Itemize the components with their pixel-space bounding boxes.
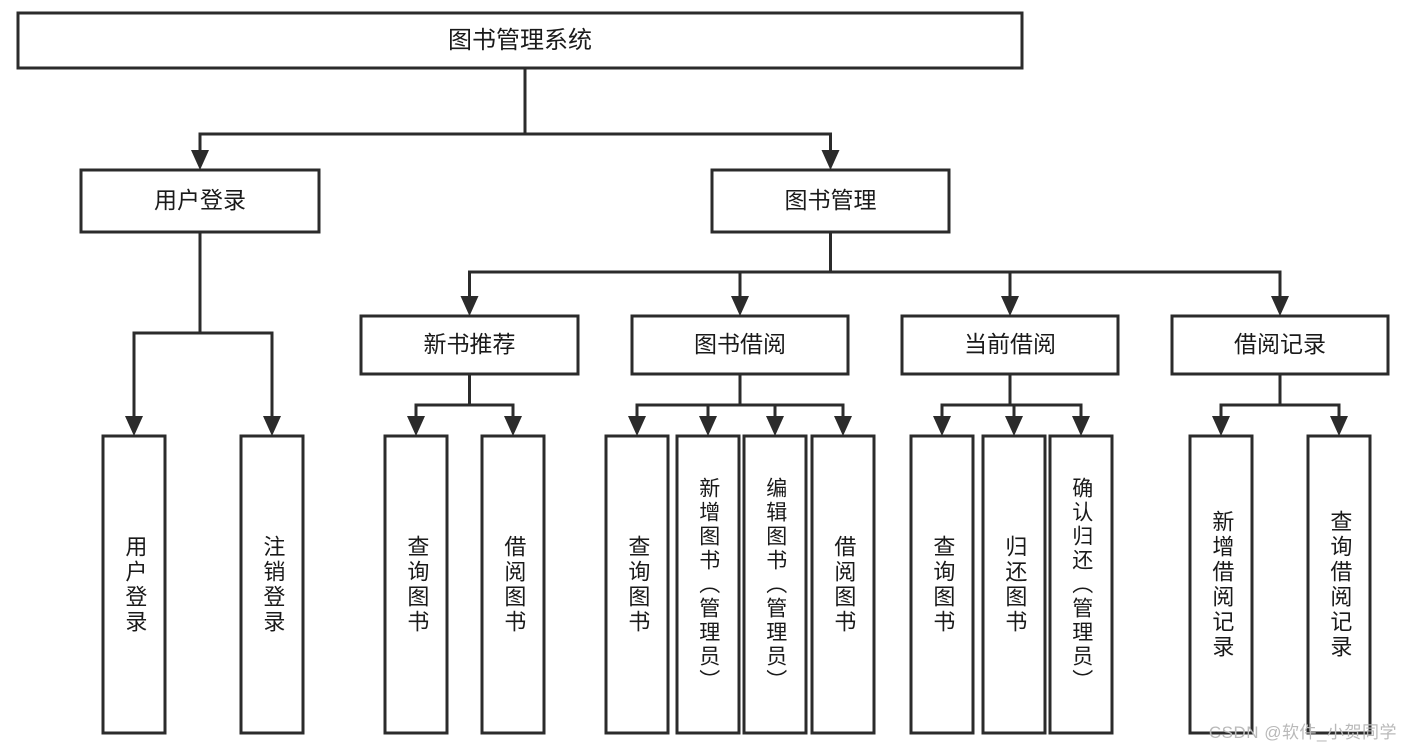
node-level3-box	[359, 314, 580, 376]
node-level2-label: 用户登录	[154, 187, 246, 213]
arrow-head-icon	[460, 296, 479, 316]
node-level2-box	[79, 168, 321, 234]
arrow-head-icon	[1330, 416, 1348, 436]
node-level3-label: 借阅记录	[1234, 331, 1326, 357]
node-leaf-box	[604, 434, 670, 735]
node-leaf-box	[101, 434, 167, 735]
watermark-credit: CSDN @软件_小贺同学	[1208, 723, 1397, 742]
node-level3-box	[1170, 314, 1390, 376]
node-root-label: 图书管理系统	[448, 27, 592, 54]
arrow-head-icon	[821, 150, 840, 170]
arrow-head-icon	[628, 416, 646, 436]
arrow-head-icon	[699, 416, 717, 436]
node-level3-label: 图书借阅	[694, 331, 786, 357]
node-leaf-box	[981, 434, 1047, 735]
node-leaf-box	[742, 434, 808, 735]
node-level3-label: 新书推荐	[424, 331, 516, 357]
arrow-head-icon	[125, 416, 143, 436]
arrow-head-icon	[407, 416, 425, 436]
arrow-head-icon	[834, 416, 852, 436]
connector-layer	[125, 66, 1348, 436]
arrow-head-icon	[191, 150, 209, 170]
arrow-head-icon	[504, 416, 522, 436]
arrow-head-icon	[1212, 416, 1230, 436]
arrow-head-icon	[1005, 416, 1023, 436]
node-leaf-box	[810, 434, 876, 735]
arrow-head-icon	[933, 416, 951, 436]
node-level2-label: 图书管理	[785, 187, 877, 213]
arrow-head-icon	[1001, 296, 1019, 316]
arrow-head-icon	[731, 296, 749, 316]
node-leaf-box	[1306, 434, 1372, 735]
node-leaf-box	[383, 434, 449, 735]
node-leaf-box	[1048, 434, 1114, 735]
arrow-head-icon	[766, 416, 784, 436]
node-leaf-box	[1188, 434, 1254, 735]
node-level3-label: 当前借阅	[964, 331, 1056, 357]
node-leaf-box	[909, 434, 975, 735]
node-leaf-box	[480, 434, 546, 735]
node-level3-box	[630, 314, 850, 376]
arrow-head-icon	[263, 416, 281, 436]
node-leaf-box	[239, 434, 305, 735]
node-level2-box	[710, 168, 951, 234]
node-root-box	[16, 11, 1024, 70]
node-level3-box	[900, 314, 1120, 376]
arrow-head-icon	[1271, 296, 1289, 316]
node-leaf-box	[675, 434, 741, 735]
box-layer	[16, 11, 1390, 735]
arrow-head-icon	[1072, 416, 1090, 436]
